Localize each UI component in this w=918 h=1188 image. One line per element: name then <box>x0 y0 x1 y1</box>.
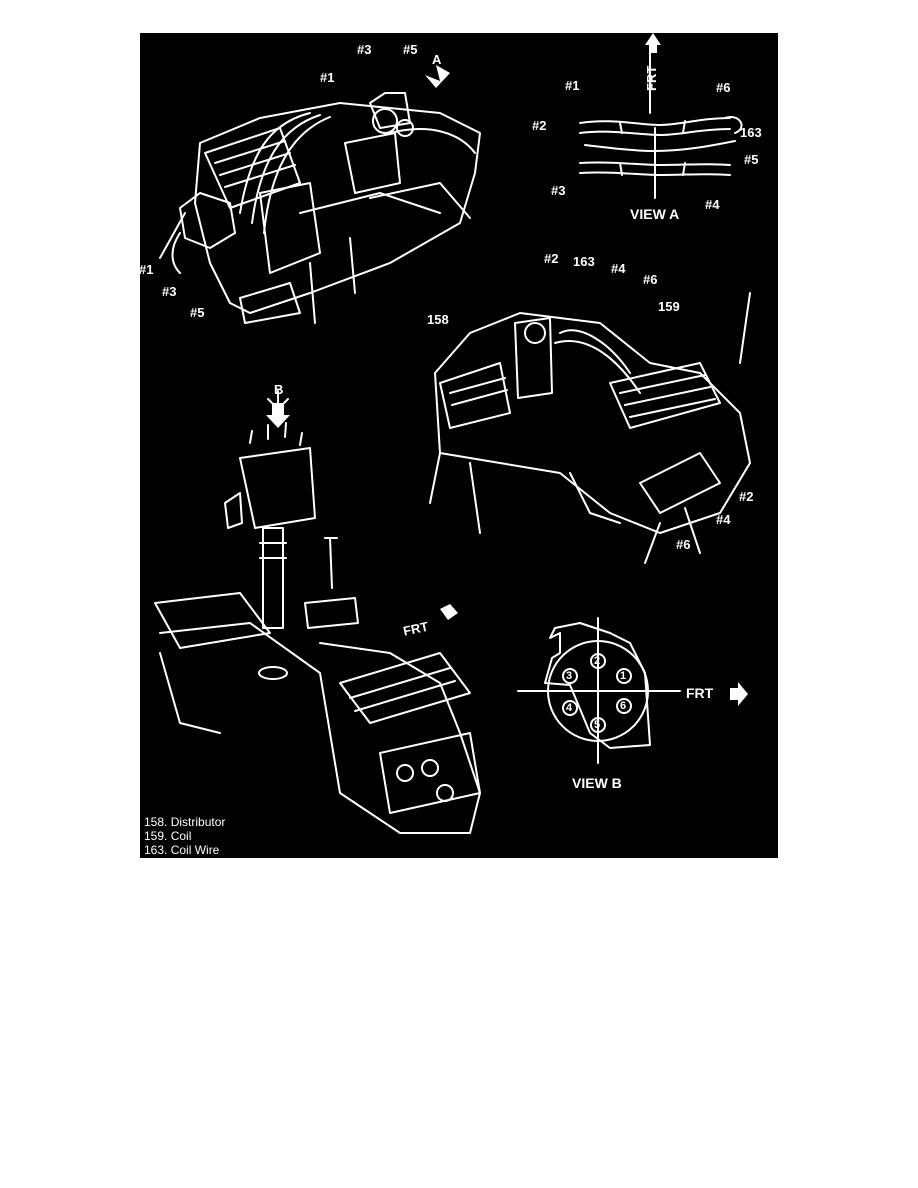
label-view-a-cyl-5: #5 <box>744 152 759 167</box>
frt-arrow-right-icon <box>440 604 458 620</box>
view-b-drawing <box>517 617 681 764</box>
label-top-cyl-3: #3 <box>357 42 372 57</box>
label-arrow-a: A <box>432 52 442 67</box>
label-right-cyl-6: #6 <box>643 272 658 287</box>
arrow-b-icon <box>266 403 290 428</box>
view-b-cyl-5: 5 <box>594 719 601 731</box>
label-left-cyl-1: #1 <box>140 262 154 277</box>
label-right-coil-wire: 163 <box>573 254 595 269</box>
legend-item: 159. Coil <box>144 829 192 843</box>
right-engine-drawing <box>429 292 751 564</box>
view-b-cyl-3: 3 <box>566 670 573 682</box>
label-coil-159: 159 <box>658 299 680 314</box>
label-arrow-b: B <box>274 382 284 397</box>
frt-arrow-view-b-icon <box>730 682 748 706</box>
label-right-cyl-4: #4 <box>611 261 626 276</box>
label-left-cyl-3: #3 <box>162 284 177 299</box>
engine-line-art <box>154 33 751 834</box>
label-distributor-158: 158 <box>427 312 449 327</box>
label-view-a-cyl-6: #6 <box>716 80 731 95</box>
label-view-a-coil-wire: 163 <box>740 125 762 140</box>
label-right-cyl-2: #2 <box>544 251 559 266</box>
top-left-engine-drawing <box>159 92 481 324</box>
distributor-drawing <box>154 390 481 834</box>
parts-legend: 158. Distributor 159. Coil 163. Coil Wir… <box>144 815 225 857</box>
label-view-a-frt: FRT <box>644 65 659 91</box>
arrow-a-icon <box>425 65 450 88</box>
view-b-cyl-1: 1 <box>620 670 627 682</box>
view-b-frt: FRT <box>686 685 714 701</box>
label-right-cyl-2b: #2 <box>739 489 754 504</box>
label-top-cyl-5: #5 <box>403 42 418 57</box>
legend-item: 158. Distributor <box>144 815 226 829</box>
view-b-cyl-2: 2 <box>594 655 601 667</box>
label-view-a-cyl-1: #1 <box>565 78 580 93</box>
view-b-cyl-6: 6 <box>620 700 627 712</box>
diagram-panel: #3 #5 A #1 #1 #3 #5 FRT #1 #6 #2 163 #5 … <box>140 33 778 858</box>
label-view-a-cyl-4: #4 <box>705 197 720 212</box>
view-b-cyl-4: 4 <box>566 702 573 714</box>
frt-arrow-up-icon <box>645 33 661 53</box>
view-a-title: VIEW A <box>630 206 680 222</box>
view-a-wire-drawing <box>579 47 743 199</box>
label-view-a-cyl-3: #3 <box>551 183 566 198</box>
label-right-cyl-4b: #4 <box>716 512 731 527</box>
label-right-cyl-6b: #6 <box>676 537 691 552</box>
label-left-cyl-5: #5 <box>190 305 205 320</box>
label-view-a-cyl-2: #2 <box>532 118 547 133</box>
view-b-title: VIEW B <box>572 775 622 791</box>
legend-item: 163. Coil Wire <box>144 843 220 857</box>
label-top-cyl-1: #1 <box>320 70 335 85</box>
